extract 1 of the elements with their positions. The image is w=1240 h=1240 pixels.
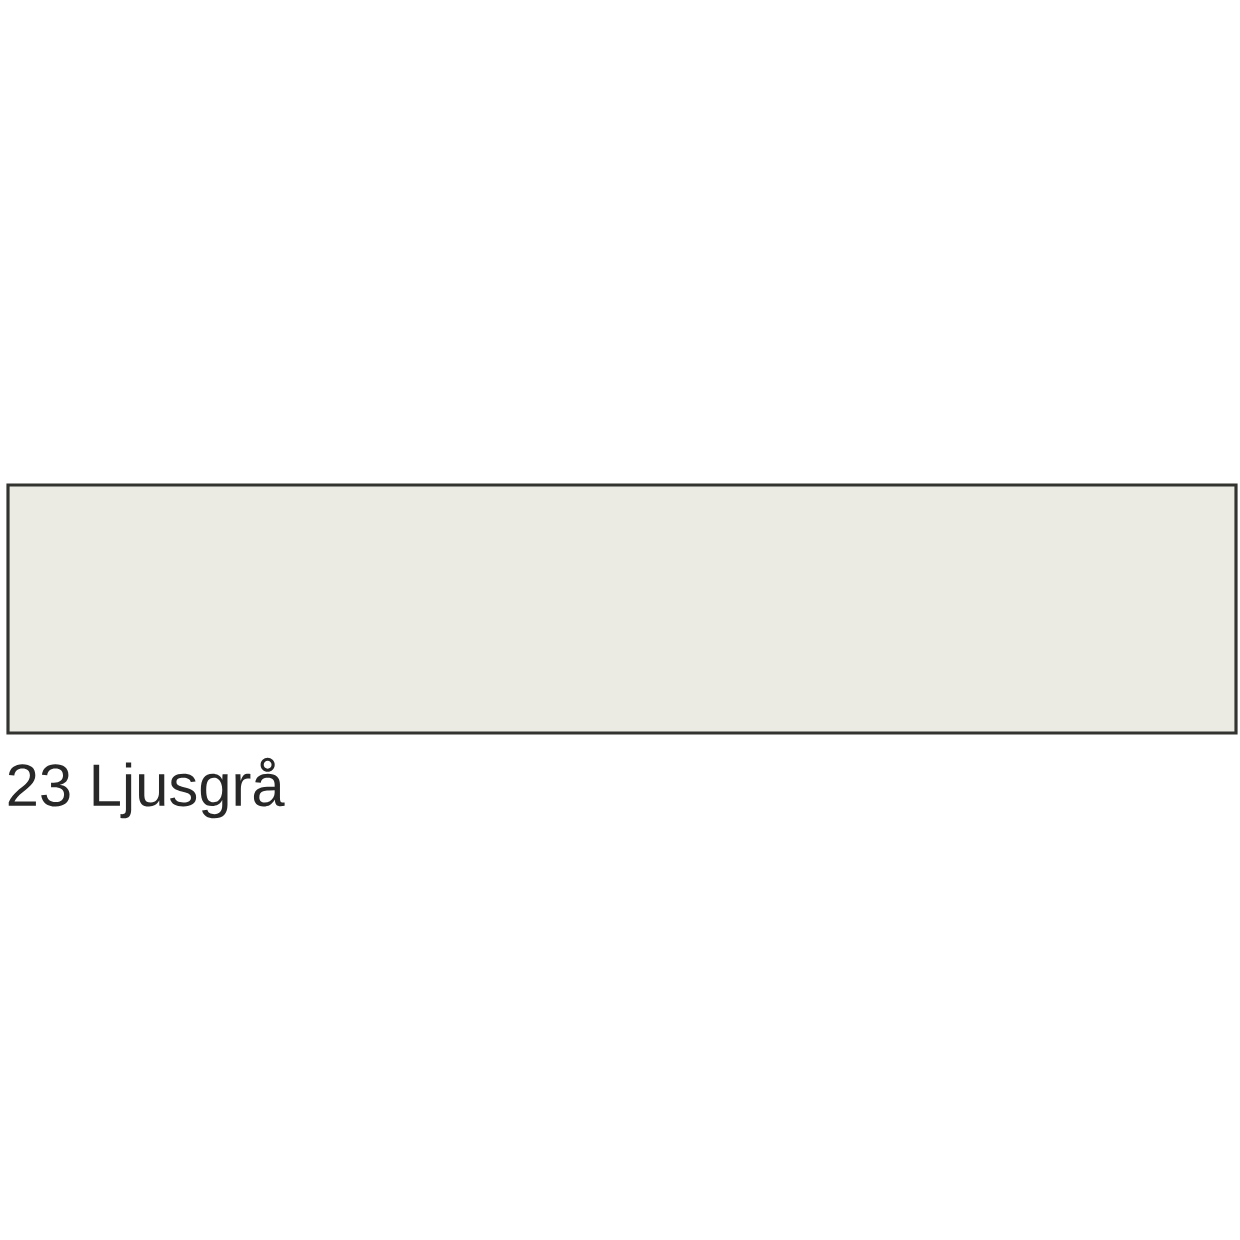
- swatch-label: 23 Ljusgrå: [8, 757, 285, 819]
